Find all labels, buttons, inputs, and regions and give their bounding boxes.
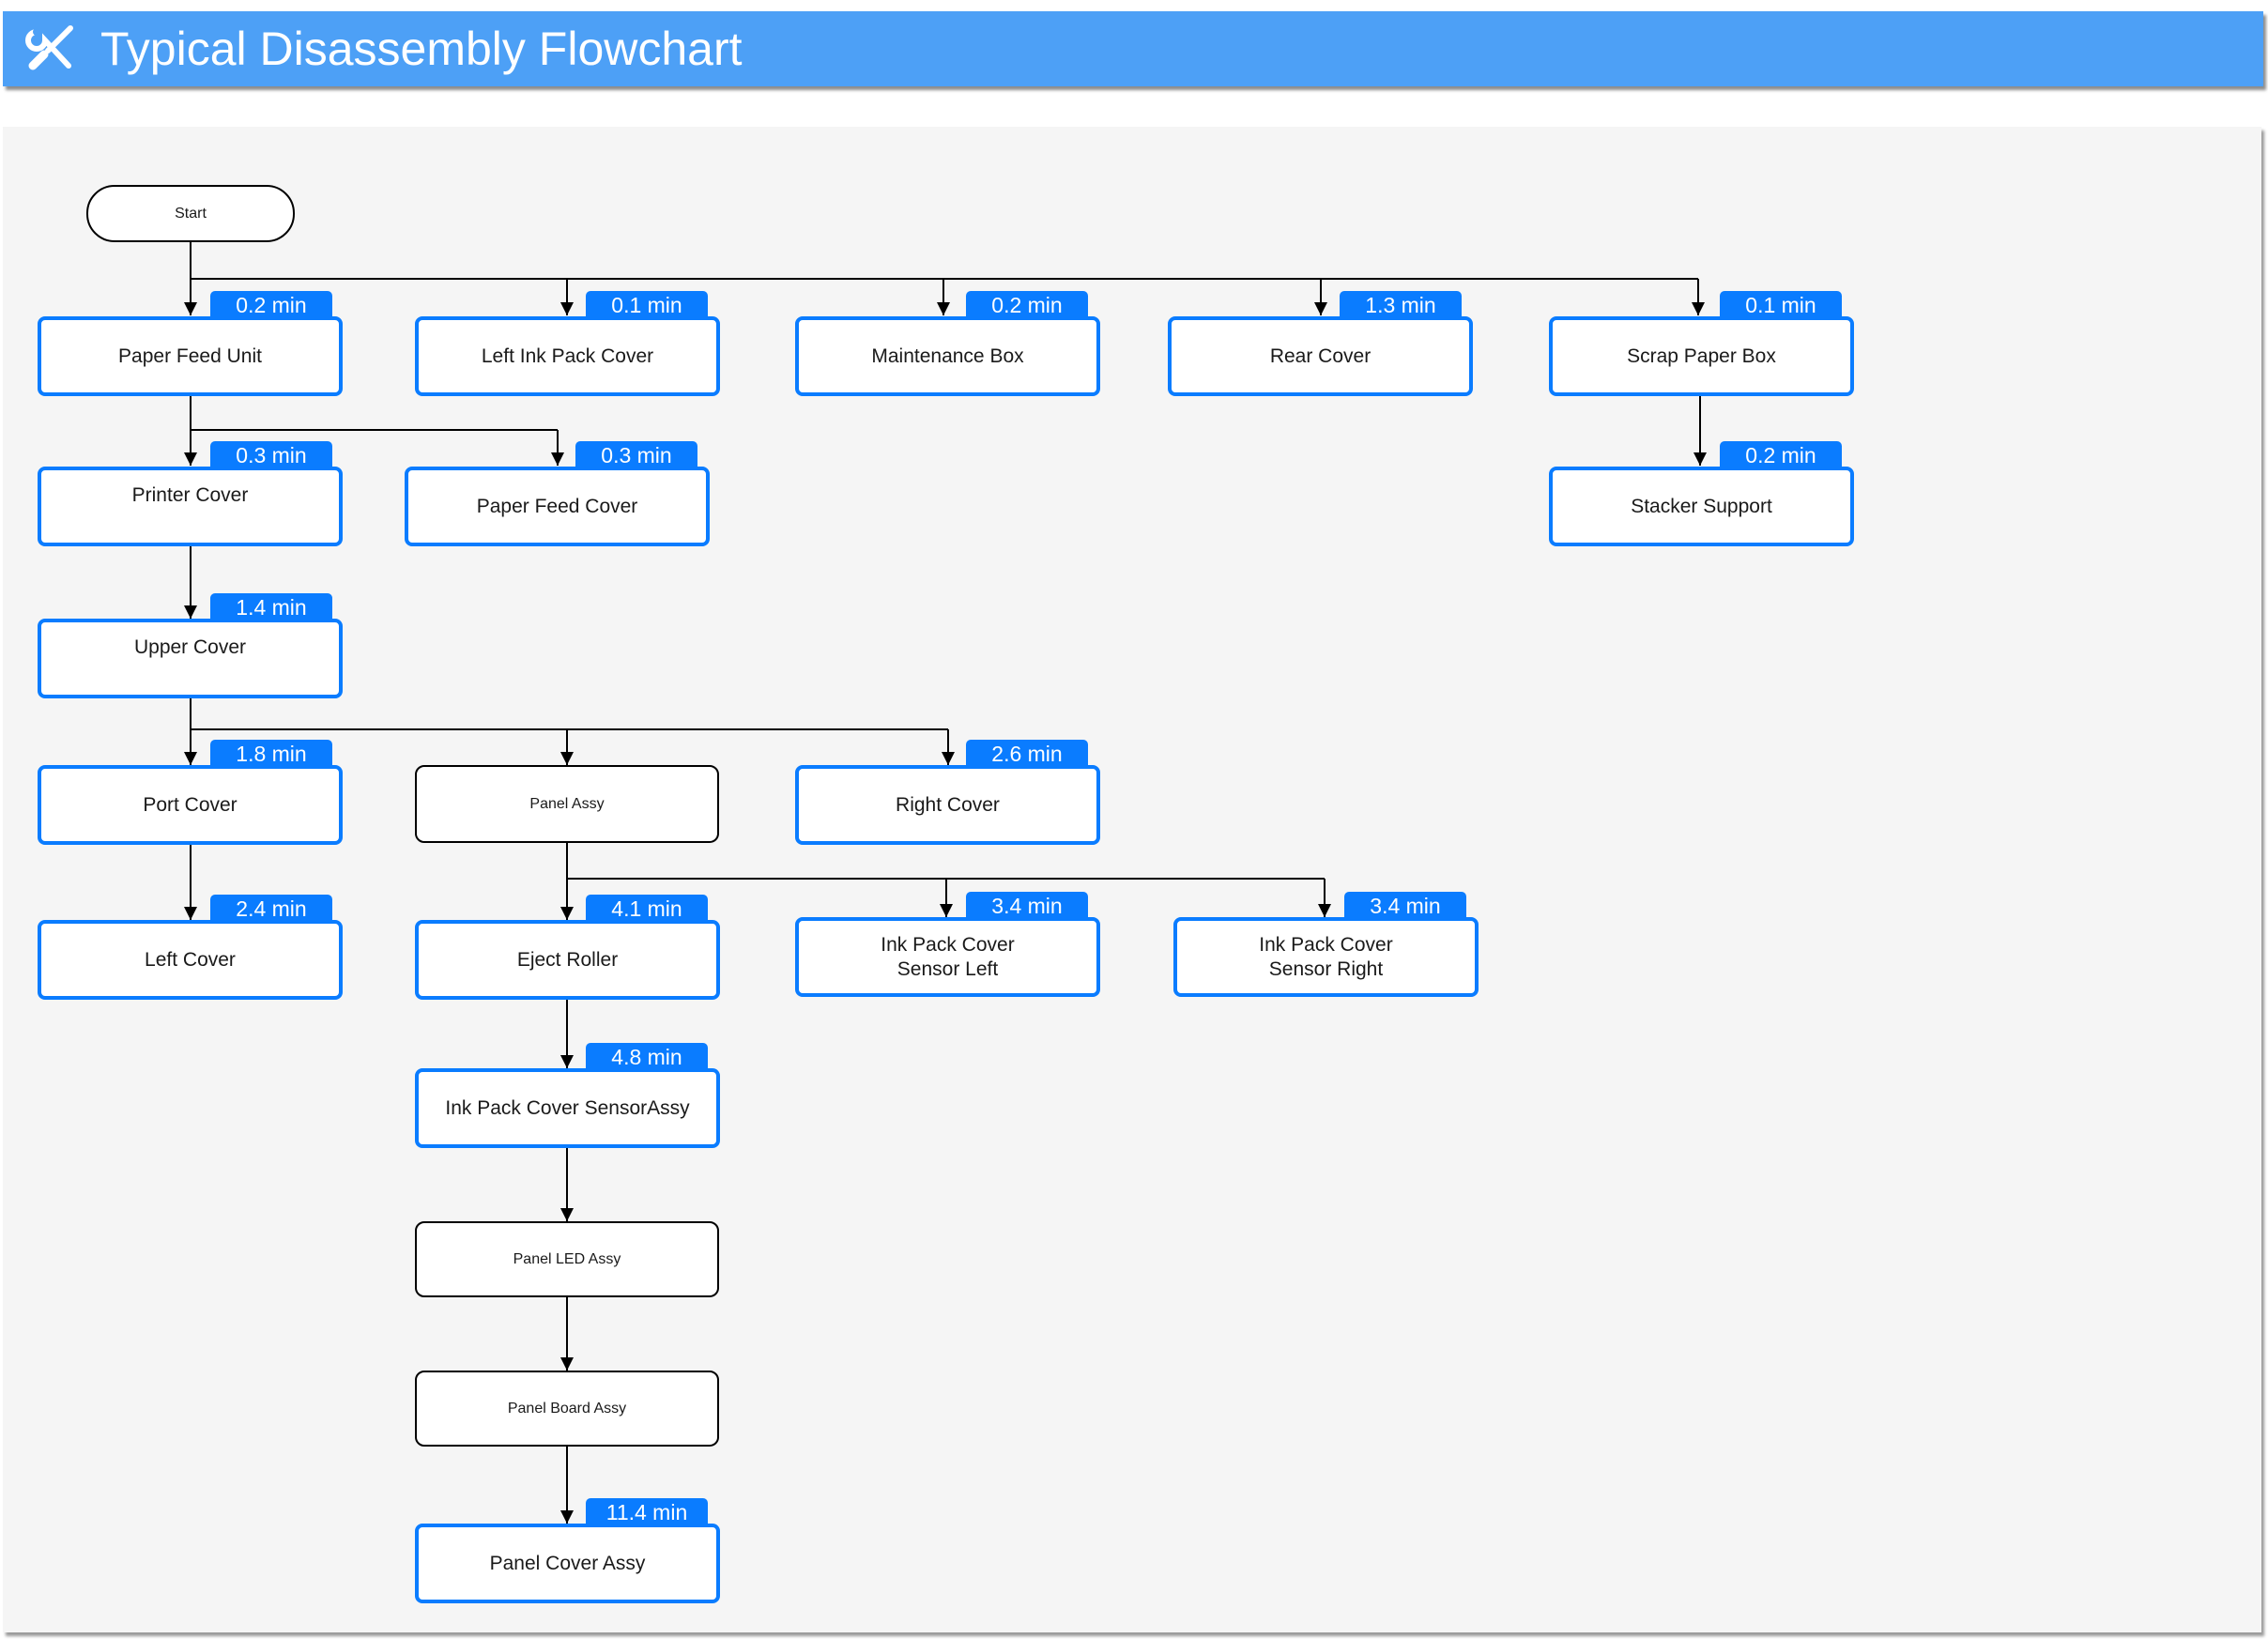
start-label: Start	[175, 205, 207, 222]
time-badge: 11.4 min	[586, 1498, 708, 1526]
node-eject-roller: Eject Roller	[415, 920, 720, 1000]
title-bar: Typical Disassembly Flowchart	[3, 11, 2263, 86]
time-badge: 0.1 min	[586, 291, 708, 319]
node-left-cover: Left Cover	[38, 920, 343, 1000]
node-panel-cover-assy: Panel Cover Assy	[415, 1524, 720, 1603]
node-printer-cover: Printer Cover	[38, 467, 343, 546]
time-badge: 0.3 min	[575, 441, 697, 469]
time-badge: 4.8 min	[586, 1043, 708, 1071]
node-upper-cover: Upper Cover	[38, 619, 343, 698]
page-title: Typical Disassembly Flowchart	[100, 23, 743, 75]
node-panel-assy: Panel Assy	[415, 765, 719, 843]
start-node: Start	[86, 185, 295, 242]
time-badge: 2.4 min	[210, 895, 332, 923]
node-port-cover: Port Cover	[38, 765, 343, 845]
time-badge: 0.2 min	[210, 291, 332, 319]
node-stacker-support: Stacker Support	[1549, 467, 1854, 546]
node-panel-led-assy: Panel LED Assy	[415, 1221, 719, 1297]
time-badge: 0.2 min	[966, 291, 1088, 319]
time-badge: 3.4 min	[1344, 892, 1466, 920]
node-rear-cover: Rear Cover	[1168, 316, 1473, 396]
time-badge: 1.3 min	[1340, 291, 1462, 319]
time-badge: 4.1 min	[586, 895, 708, 923]
time-badge: 0.2 min	[1720, 441, 1842, 469]
node-scrap-paper-box: Scrap Paper Box	[1549, 316, 1854, 396]
time-badge: 1.8 min	[210, 740, 332, 768]
time-badge: 3.4 min	[966, 892, 1088, 920]
node-panel-board-assy: Panel Board Assy	[415, 1371, 719, 1447]
node-left-ink-pack-cover: Left Ink Pack Cover	[415, 316, 720, 396]
time-badge: 0.3 min	[210, 441, 332, 469]
node-paper-feed-cover: Paper Feed Cover	[405, 467, 710, 546]
node-ink-pack-cover-sensor-right: Ink Pack Cover Sensor Right	[1173, 917, 1479, 997]
time-badge: 2.6 min	[966, 740, 1088, 768]
time-badge: 1.4 min	[210, 593, 332, 621]
node-maintenance-box: Maintenance Box	[795, 316, 1100, 396]
node-paper-feed-unit: Paper Feed Unit	[38, 316, 343, 396]
wrench-screwdriver-icon	[25, 25, 73, 70]
node-right-cover: Right Cover	[795, 765, 1100, 845]
node-ink-pack-cover-sensor-left: Ink Pack Cover Sensor Left	[795, 917, 1100, 997]
time-badge: 0.1 min	[1720, 291, 1842, 319]
node-ink-pack-cover-sensorassy: Ink Pack Cover SensorAssy	[415, 1068, 720, 1148]
